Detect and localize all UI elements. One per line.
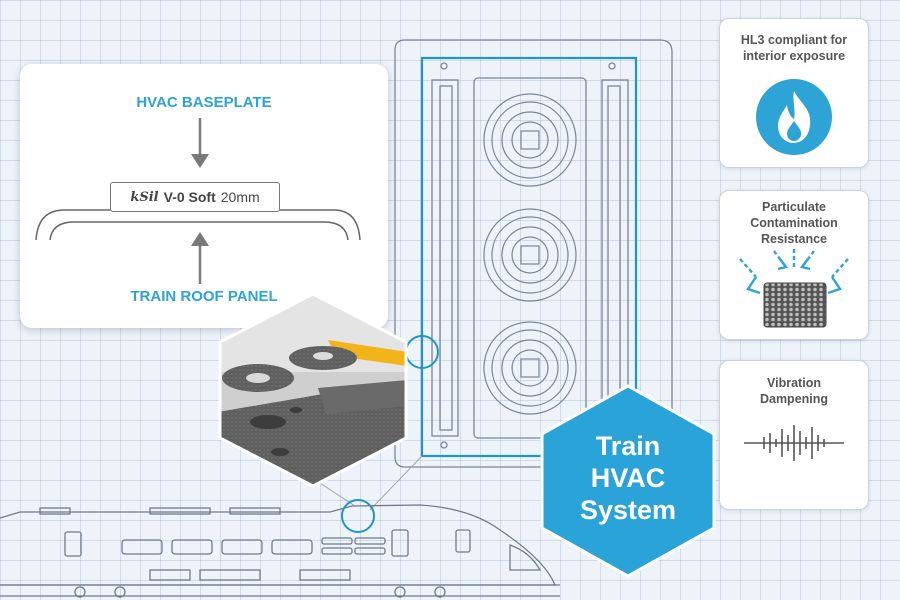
fan-3 — [483, 321, 577, 415]
fan-2 — [483, 208, 577, 302]
feature-card-particulate: Particulate Contamination Resistance — [719, 190, 869, 340]
arrow-up-icon — [191, 232, 209, 284]
waveform-icon — [744, 425, 844, 461]
product-thickness: 20mm — [220, 189, 260, 205]
foam-material-photo — [218, 292, 408, 488]
feature-title-fire: HL3 compliant for interior exposure — [720, 32, 868, 64]
baseplate-label: HVAC BASEPLATE — [136, 94, 272, 111]
fan-1 — [483, 93, 577, 187]
flame-icon — [756, 79, 832, 155]
feature-title-line: HL3 compliant for — [740, 33, 848, 47]
feature-title-vibration: Vibration Dampening — [720, 375, 868, 407]
roof-panel-label: TRAIN ROOF PANEL — [130, 288, 278, 305]
feature-card-vibration: Vibration Dampening — [719, 360, 869, 510]
hvac-unit — [394, 39, 673, 468]
train-hvac-badge-hexagon — [540, 384, 716, 578]
badge-line: System — [579, 495, 677, 525]
feature-card-fire-compliance: HL3 compliant for interior exposure — [719, 18, 869, 168]
arrow-down-icon — [191, 118, 209, 168]
product-label: kSil V-0 Soft 20mm — [110, 182, 280, 212]
feature-title-line: Contamination — [750, 216, 838, 230]
product-model: V-0 Soft — [163, 189, 216, 205]
feature-title-line: interior exposure — [742, 49, 846, 63]
badge-line: HVAC — [590, 463, 666, 493]
hvac-highlight-frame — [420, 56, 638, 458]
installation-diagram-card: HVAC BASEPLATE kSil V-0 Soft 20mm TRAIN … — [20, 64, 388, 328]
yellow-marker-shape — [328, 340, 406, 366]
particulate-icon — [739, 249, 849, 328]
feature-title-line: Vibration — [767, 376, 821, 390]
badge-line: Train — [595, 431, 661, 461]
train-outline — [0, 504, 560, 598]
feature-title-line: Particulate — [762, 200, 826, 214]
product-brand: kSil — [130, 189, 159, 205]
train-hvac-badge-text: Train HVAC System — [540, 430, 716, 526]
feature-title-particulate: Particulate Contamination Resistance — [720, 199, 868, 247]
callout-circle-train — [341, 499, 375, 533]
feature-title-line: Resistance — [760, 232, 827, 246]
feature-title-line: Dampening — [759, 392, 829, 406]
